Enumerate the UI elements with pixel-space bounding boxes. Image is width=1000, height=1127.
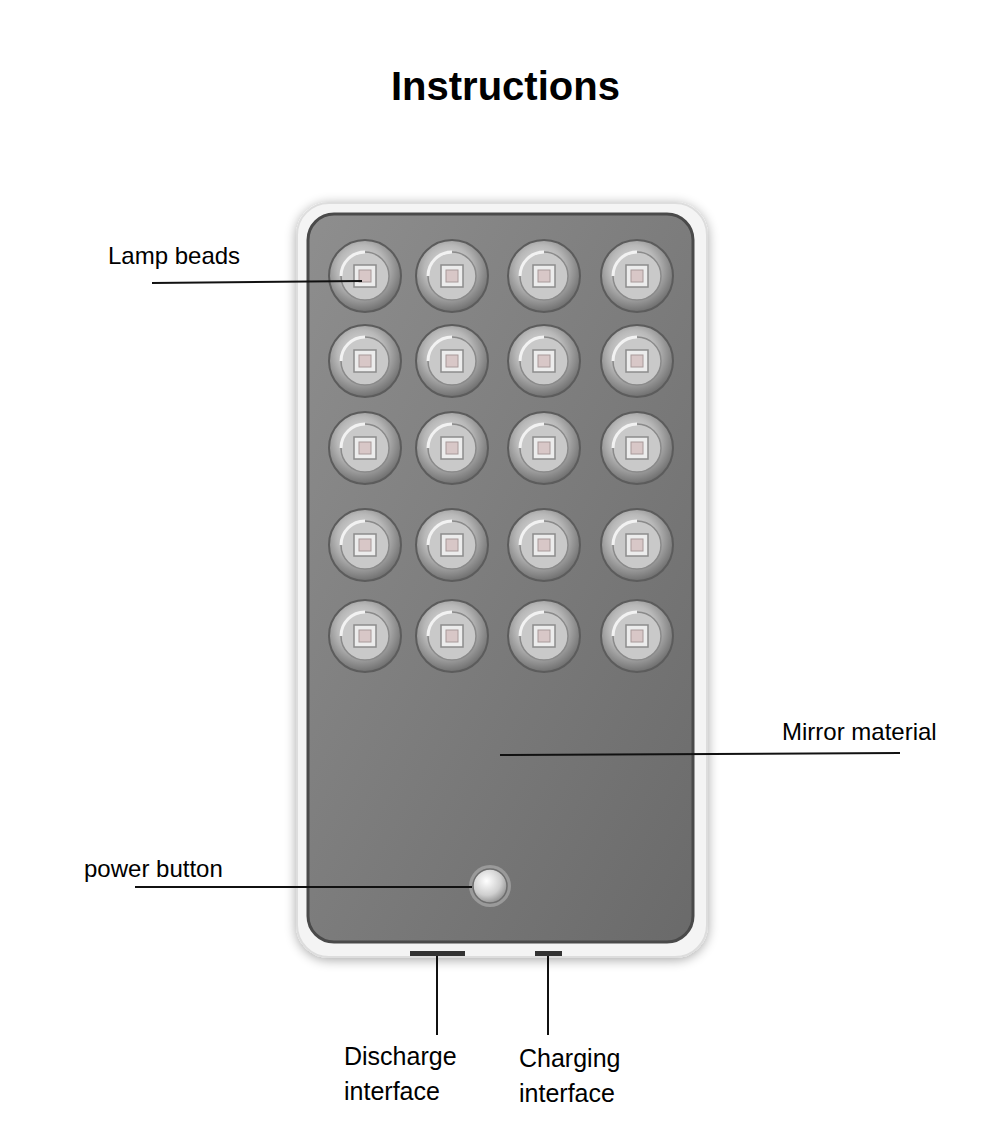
title: Instructions: [391, 62, 620, 110]
part-label: power button: [84, 855, 223, 884]
part-label: Charging interface: [519, 1041, 649, 1111]
part-label: Lamp beads: [108, 242, 240, 271]
part-label: Mirror material: [782, 718, 937, 747]
part-label: Discharge interface: [344, 1039, 484, 1109]
